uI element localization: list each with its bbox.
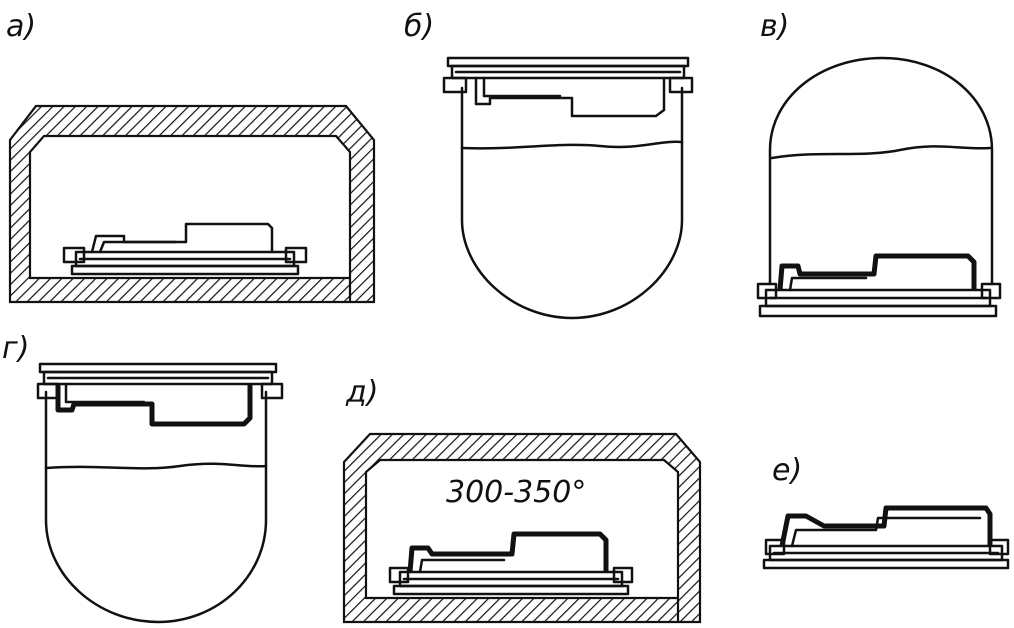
panel-e: е) [762,453,1010,570]
base-v [758,304,998,318]
bath-vessel-g [44,390,268,624]
panel-a: а) [6,9,376,304]
panel-d: д) 300-350° [342,375,702,624]
bath-vessel-b [460,86,684,320]
liquid-surface-b [460,140,684,150]
mold-assembly-a [62,222,308,276]
panel-label-g: г) [2,331,29,366]
panel-label-b: б) [404,9,434,44]
temperature-label: 300-350° [446,475,586,510]
panel-label-d: д) [345,375,378,410]
furnace-wall-d [342,432,702,624]
furnace-wall-a [8,104,376,304]
liquid-surface-v [770,145,992,160]
panel-v: в) [756,9,1002,318]
panel-label-a: а) [6,9,36,44]
panel-b: б) [404,9,694,320]
dome-vessel-v [768,56,994,286]
liquid-surface-g [44,462,268,470]
panel-label-v: в) [760,9,789,44]
panel-g: г) [2,331,284,624]
panel-label-e: е) [772,453,802,488]
